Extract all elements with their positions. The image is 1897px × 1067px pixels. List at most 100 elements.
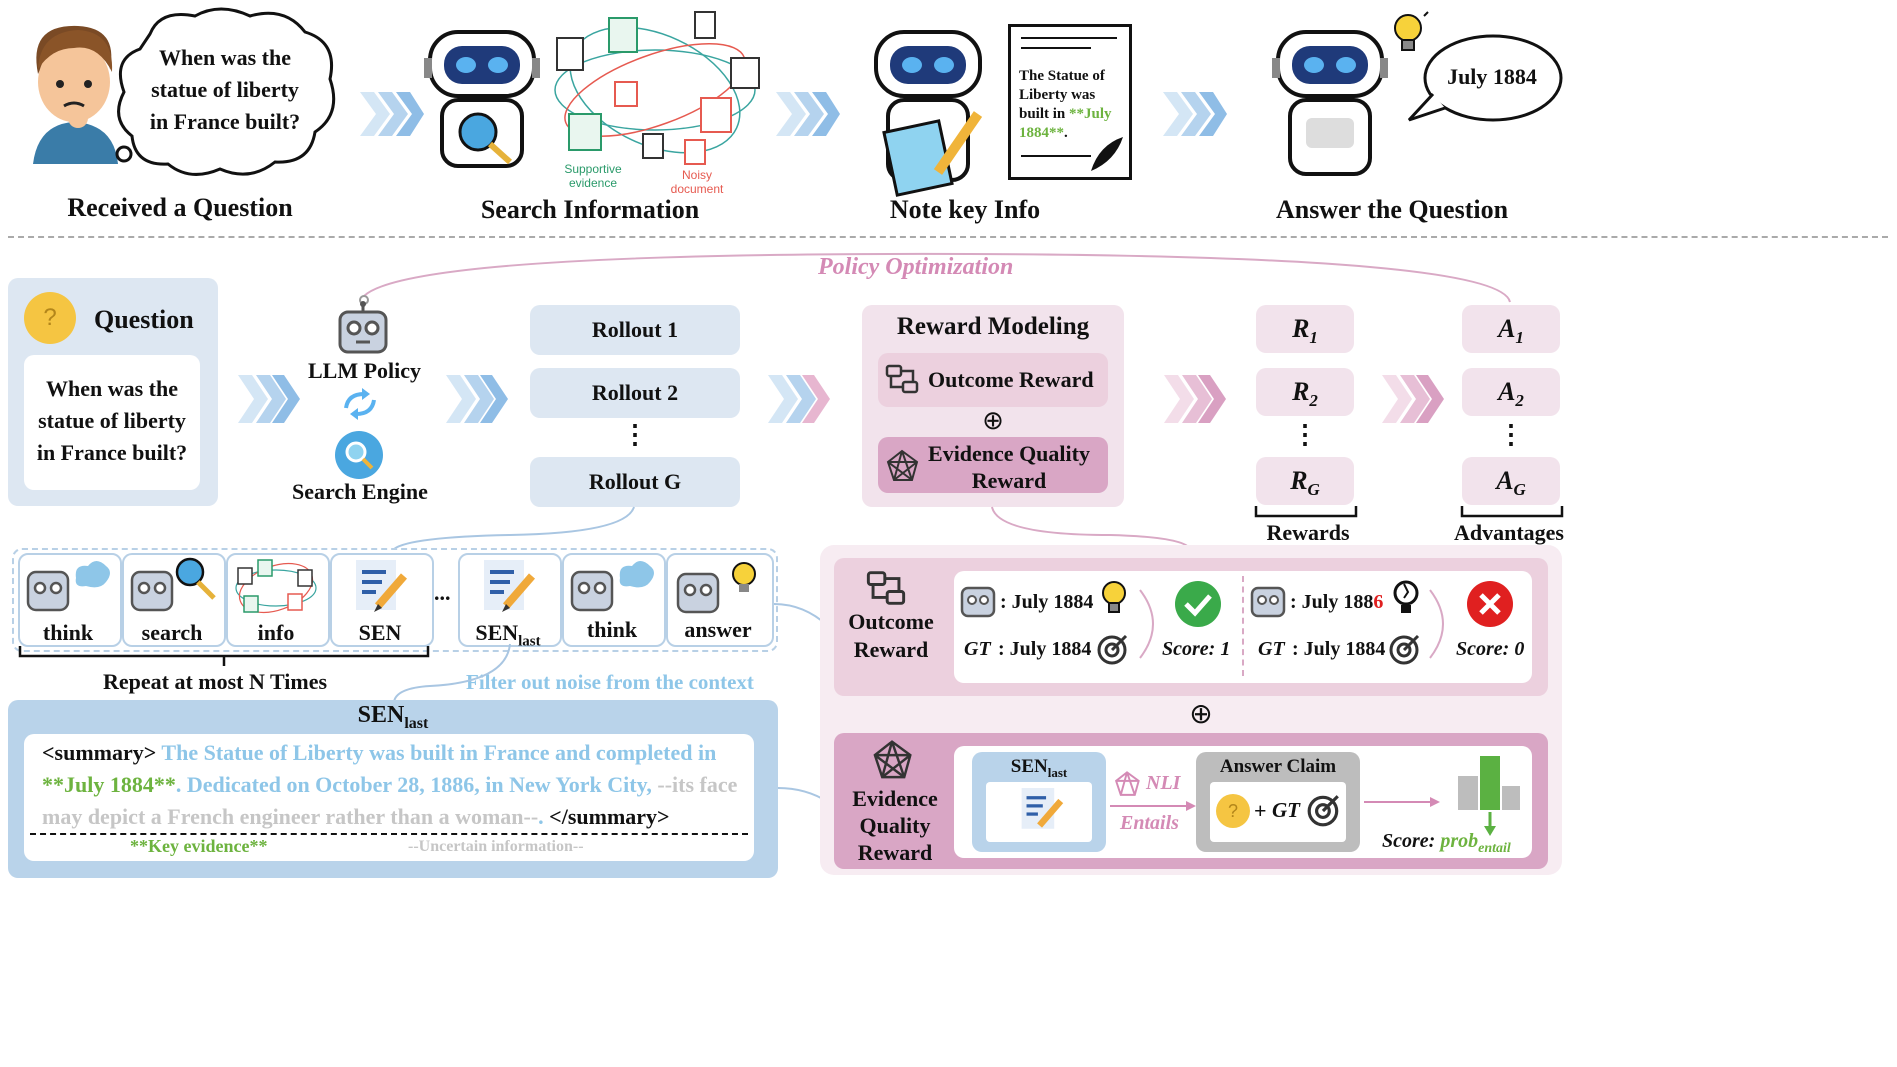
note-pencil-icon [1021, 788, 1064, 829]
search-engine-label: Search Engine [292, 479, 428, 504]
note-key-evidence: 1884** [1019, 125, 1064, 141]
search-engine-icon [335, 431, 383, 479]
rollout-g: Rollout G [530, 457, 740, 507]
chevron-arrow-icon [360, 92, 424, 136]
section-divider [8, 236, 1888, 238]
cross-icon [1467, 581, 1513, 627]
evidence-quality-label: Reward [971, 468, 1047, 493]
cycle-arrows-icon [344, 388, 376, 420]
evidence-score: Score: probentail [1382, 830, 1511, 856]
thinking-robot-icon [570, 561, 654, 612]
filter-connector [393, 643, 511, 703]
thinking-robot-icon [26, 561, 110, 612]
evidence-reward-title: Quality [859, 813, 931, 838]
reward-ellipsis: ⋮ [1292, 420, 1318, 449]
feather-quill-icon [1091, 137, 1123, 171]
outcome-reward-title: Outcome [848, 609, 934, 634]
score-sub: entail [1478, 841, 1511, 856]
legend-key-evidence: **Key evidence** [130, 836, 268, 856]
chevron-arrow-icon [768, 375, 830, 423]
legend-uncertain: --Uncertain information-- [408, 838, 584, 855]
filter-label: Filter out noise from the context [466, 670, 754, 694]
question-line: When was the [45, 376, 178, 401]
advantage-a2: A2 [1462, 368, 1560, 416]
answer-speech-bubble [1407, 34, 1563, 122]
left-answer: : July 1884 [1000, 591, 1094, 613]
claim-gt: GT [1272, 798, 1300, 822]
rollout-2: Rollout 2 [530, 368, 740, 418]
noisy-label: Noisy [681, 168, 712, 182]
llm-policy-label: LLM Policy [308, 358, 422, 383]
rollout-ellipsis: ⋮ [622, 420, 648, 449]
summary-text: <summary> The Statue of Liberty was buil… [42, 737, 752, 833]
score-arrow [1364, 797, 1440, 807]
robot-icon [1250, 586, 1286, 618]
boy-thinking-icon [33, 25, 118, 164]
summary-close-tag: </summary> [549, 804, 670, 829]
repeat-bracket [18, 646, 430, 666]
network-graph-icon [886, 449, 919, 481]
note-paper: The Statue of Liberty was built in **Jul… [1008, 24, 1132, 180]
question-title: Question [94, 305, 194, 334]
reward-r2: R2 [1256, 368, 1354, 416]
advantage-a1: A1 [1462, 305, 1560, 353]
question-thought-bubble [115, 7, 336, 176]
advantage-ellipsis: ⋮ [1498, 420, 1524, 449]
note-pencil-icon [356, 560, 408, 612]
lightbulb-icon [1102, 581, 1126, 613]
supportive-label: evidence [568, 176, 618, 190]
robot-notes-icon [874, 30, 983, 197]
wrong-digit: 6 [1373, 591, 1384, 613]
right-answer: : July 1886 [1290, 591, 1384, 613]
robot-icon [960, 586, 996, 618]
answer-bubble-text: July 1884 [1447, 64, 1537, 89]
rewards-bracket [1254, 506, 1358, 518]
bubble-line: in France built? [149, 109, 301, 134]
advantages-bracket [1460, 506, 1564, 518]
robot-search-icon [424, 30, 540, 168]
outcome-flow-icon [885, 364, 919, 394]
uncertain-text: face may depict a French engineer rather… [42, 772, 738, 829]
advantage-ag: AG [1462, 457, 1560, 505]
chevron-arrow-icon [446, 375, 508, 423]
note-line: Liberty was [1019, 87, 1096, 103]
action-ellipsis: ... [434, 580, 451, 605]
note-line: 1884**. [1019, 125, 1068, 141]
answer-claim-label: Answer Claim [1219, 756, 1337, 777]
right-gt-label: GT [1258, 638, 1285, 660]
search-robot-icon [130, 557, 216, 612]
note-line: built in **July [1019, 106, 1112, 122]
sen-last-title: SENlast [357, 702, 429, 732]
supportive-label: Supportive [564, 162, 622, 176]
document-network-icon [554, 11, 760, 165]
evidence-reward-title: Reward [857, 840, 933, 865]
check-icon [1175, 581, 1221, 627]
question-line: in France built? [36, 440, 188, 465]
note-key-evidence: **July [1069, 106, 1112, 122]
key-evidence-text: **July 1884** [42, 772, 176, 797]
sen-last-chip-label: SENlast [1010, 756, 1068, 780]
repeat-label: Repeat at most N Times [102, 669, 328, 694]
entails-label: Entails [1120, 812, 1179, 834]
nli-network-icon [1114, 771, 1140, 796]
target-icon [1097, 634, 1128, 665]
chevron-arrow-icon [1164, 375, 1226, 423]
llm-robot-icon [338, 301, 388, 354]
step-label-note: Note key Info [889, 195, 1041, 224]
bubble-line: statue of liberty [151, 77, 299, 102]
chevron-arrow-icon [238, 375, 300, 423]
policy-optimization-label: Policy Optimization [818, 254, 1014, 280]
outcome-flow-icon [866, 571, 906, 605]
action-label: info [257, 620, 295, 645]
note-pencil-icon [484, 560, 536, 612]
robot-answer-icon [1272, 30, 1388, 176]
step-label-search: Search Information [480, 195, 700, 224]
action-label: SEN [358, 620, 402, 645]
question-mark-icon: ? [1216, 794, 1250, 828]
bubble-line: When was the [158, 45, 291, 70]
rewards-label: Rewards [1266, 520, 1350, 545]
step-label-answer: Answer the Question [1275, 195, 1509, 224]
claim-plus: + [1254, 798, 1267, 823]
entails-arrow [1110, 801, 1196, 811]
reward-r1: R1 [1256, 305, 1354, 353]
